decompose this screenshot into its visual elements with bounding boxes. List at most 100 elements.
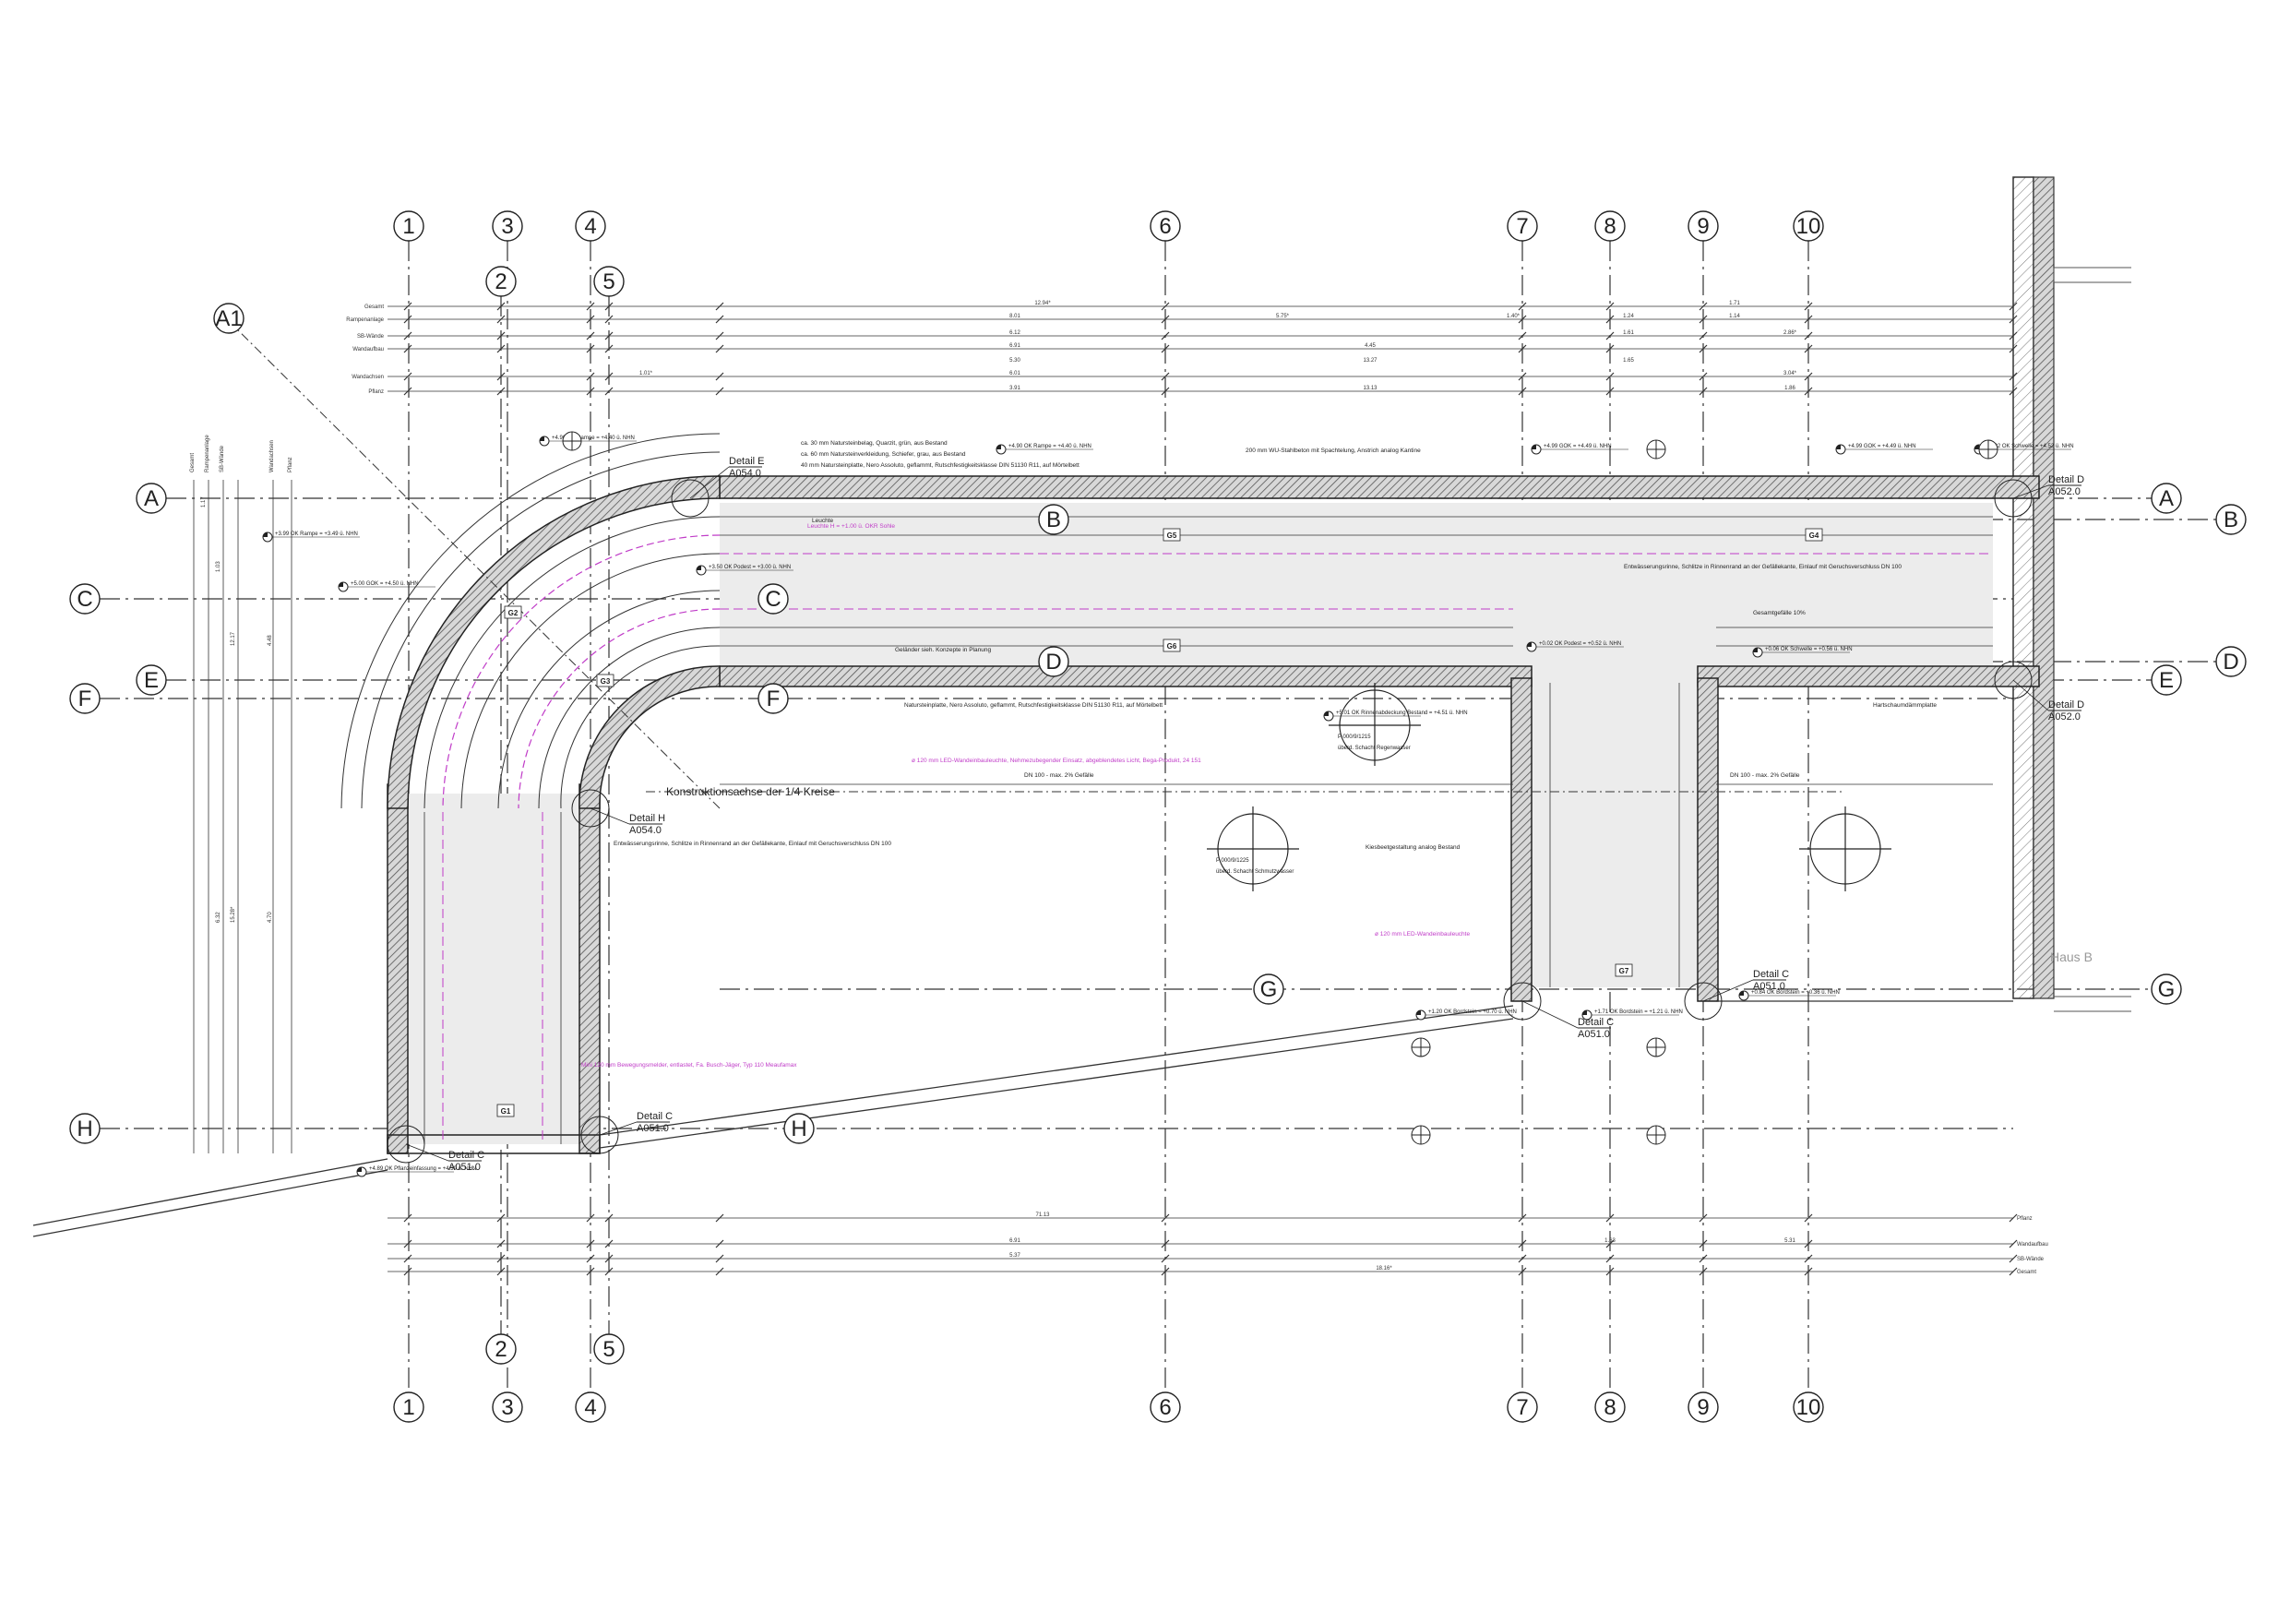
level-marker: +1.71 OK Bordstein = +1.21 ü. NHN — [1581, 1009, 1683, 1021]
svg-text:+4.90 OK Rampe = +4.40 ü. NHN: +4.90 OK Rampe = +4.40 ü. NHN — [552, 436, 635, 441]
svg-text:4: 4 — [584, 214, 596, 239]
dim-value-top: 1.01* — [639, 371, 653, 376]
level-marker: +4.90 OK Rampe = +4.40 ü. NHN — [996, 444, 1093, 455]
dim-row-label-bottom: Pflanz — [2017, 1216, 2033, 1222]
level-marker: +3.99 OK Rampe = +3.49 ü. NHN — [262, 531, 360, 543]
axis-bubble-E-right: E — [2151, 664, 2182, 696]
axis-bubble-A-right: A — [2151, 483, 2182, 514]
annotations: GesamtRampenanlageSB-WändeWandaufbauWand… — [190, 301, 2048, 1275]
svg-text:A051.0: A051.0 — [1578, 1029, 1610, 1040]
svg-text:Detail C: Detail C — [448, 1150, 484, 1161]
svg-text:A051.0: A051.0 — [448, 1162, 481, 1173]
dim-row-label-bottom: SB-Wände — [2017, 1257, 2045, 1262]
axis-bubble-H-inline: H — [783, 1113, 815, 1144]
axis-bubble-A-left: A — [136, 483, 167, 514]
axis-bubble-G-inline: G — [1253, 973, 1284, 1005]
curve-rails — [340, 433, 721, 809]
svg-text:1: 1 — [402, 1395, 414, 1420]
svg-text:G: G — [2158, 977, 2176, 1002]
dim-row-label-bottom: Gesamt — [2017, 1270, 2036, 1275]
dim-row-label-left: Gesamt — [190, 453, 196, 472]
svg-text:Detail D: Detail D — [2048, 699, 2084, 710]
axis-bubble-G-right: G — [2151, 973, 2182, 1005]
svg-text:1: 1 — [402, 214, 414, 239]
marker-tag: G3 — [596, 674, 614, 687]
svg-text:H: H — [791, 1116, 806, 1141]
level-marker: +0.06 OK Schwelle = +0.56 ü. NHN — [1752, 647, 1853, 658]
target-symbol — [1411, 1125, 1431, 1145]
wall-note: Kiesbeetgestaltung analog Bestand — [1366, 844, 1461, 851]
svg-text:2: 2 — [495, 1337, 507, 1362]
wall-note: Leuchte — [812, 518, 834, 524]
lighting-note: ø 120 mm LED-Wandeinbauleuchte — [1375, 931, 1470, 937]
level-marker: +4.99 GOK = +4.49 ü. NHN — [1531, 444, 1628, 455]
dimension-lines — [193, 302, 2018, 1276]
dim-row-label-top: Wandachsen — [352, 375, 384, 380]
target-symbol — [1646, 1125, 1666, 1145]
svg-text:A054.0: A054.0 — [729, 468, 761, 479]
wall-note: Geländer sieh. Konzepte in Planung — [895, 647, 991, 653]
level-markers: +4.90 OK Rampe = +4.40 ü. NHN +4.90 OK Ra… — [262, 431, 2074, 1177]
svg-text:+3.50 OK Podest = +3.00 ü. NHN: +3.50 OK Podest = +3.00 ü. NHN — [709, 565, 791, 570]
svg-text:G3: G3 — [601, 677, 611, 686]
wall-note: Entwässerungsrinne, Schlitze in Rinnenra… — [614, 841, 891, 847]
level-marker: +5.00 GOK = +4.50 ü. NHN — [338, 581, 435, 592]
svg-text:G1: G1 — [501, 1107, 511, 1116]
lighting-note: Mini 120 mm Bewegungsmelder, entlastet, … — [581, 1062, 797, 1069]
axis-bubble-7-bottom: 7 — [1507, 1391, 1538, 1423]
dim-value-top: 8.01 — [1009, 314, 1020, 319]
level-marker: +1.20 OK Bordstein = +0.70 ü. NHN — [1415, 1009, 1517, 1021]
svg-text:+4.89 OK Pflanzeinfassung = +4: +4.89 OK Pflanzeinfassung = +4.39 ü. NHN — [369, 1166, 476, 1172]
svg-text:A052.0: A052.0 — [2048, 486, 2081, 497]
svg-text:B: B — [1046, 508, 1061, 532]
svg-text:+1.71 OK Bordstein = +1.21 ü.: +1.71 OK Bordstein = +1.21 ü. NHN — [1594, 1009, 1683, 1015]
axis-bubble-5-bottom: 5 — [593, 1333, 625, 1365]
svg-text:A054.0: A054.0 — [629, 825, 662, 836]
svg-text:+0.06 OK Schwelle = +0.56 ü. N: +0.06 OK Schwelle = +0.56 ü. NHN — [1765, 647, 1853, 652]
dim-value-top: 5.75* — [1276, 314, 1290, 319]
svg-text:A051.0: A051.0 — [637, 1123, 669, 1134]
drain-symbols — [1207, 683, 1891, 891]
level-marker: +4.90 OK Rampe = +4.40 ü. NHN — [539, 436, 637, 447]
dim-row-label-top: Gesamt — [364, 304, 384, 310]
dim-value-left: 6.32 — [216, 912, 221, 923]
dim-value-top: 1.40* — [1507, 314, 1521, 319]
axis-bubble-A1: A1 — [213, 303, 245, 334]
dim-value-left: 4.48 — [268, 635, 273, 646]
svg-text:6: 6 — [1159, 214, 1171, 239]
dim-value-bottom: 5.37 — [1009, 1253, 1020, 1259]
wall-note: Hartschaumdämmplatte — [1873, 702, 1937, 709]
svg-text:9: 9 — [1697, 214, 1709, 239]
construction-axis — [221, 313, 1845, 809]
dim-value-bottom: 71.13 — [1035, 1212, 1050, 1218]
target-symbol — [562, 431, 582, 451]
dim-value-top: 1.61 — [1623, 330, 1634, 336]
dim-row-label-left: Rampenanlage — [205, 435, 210, 472]
target-symbol — [1411, 1037, 1431, 1057]
svg-text:5: 5 — [602, 1337, 614, 1362]
target-symbol — [1646, 439, 1666, 460]
dim-value-bottom: 1.63 — [1604, 1238, 1616, 1244]
drain-label: P 000/9/1225 — [1216, 858, 1249, 864]
svg-text:Detail C: Detail C — [1753, 969, 1789, 980]
marker-tag: G6 — [1163, 639, 1181, 652]
svg-text:Detail C: Detail C — [1578, 1017, 1614, 1028]
svg-text:G: G — [1260, 977, 1278, 1002]
svg-text:2: 2 — [495, 269, 507, 294]
target-symbol — [1978, 439, 1998, 460]
svg-text:7: 7 — [1516, 214, 1528, 239]
svg-text:H: H — [77, 1116, 92, 1141]
svg-text:G7: G7 — [1619, 967, 1629, 975]
svg-text:+5.01 OK Rinnenabdeckung Besta: +5.01 OK Rinnenabdeckung Bestand = +4.51… — [1336, 710, 1468, 716]
dim-value-left: 12.17 — [231, 631, 236, 646]
axis-bubble-7-top: 7 — [1507, 210, 1538, 242]
axis-bubble-6-top: 6 — [1150, 210, 1181, 242]
dim-value-left: 1.03 — [216, 561, 221, 572]
axis-bubble-4-top: 4 — [575, 210, 606, 242]
dim-row-label-top: Rampenanlage — [346, 317, 384, 323]
dim-value-left: 4.70 — [268, 912, 273, 923]
axis-bubble-F-inline: F — [757, 683, 789, 714]
